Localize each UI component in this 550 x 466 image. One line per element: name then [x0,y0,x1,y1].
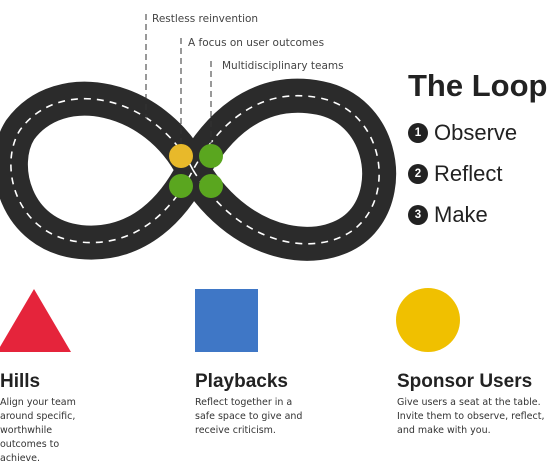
loop-step-make: 3 Make [408,194,517,235]
infinity-loop-track [0,78,397,261]
principle-sponsor-users: Sponsor Users Give users a seat at the t… [397,370,547,438]
loop-step-observe: 1 Observe [408,112,517,153]
principle-playbacks: Playbacks Reflect together in a safe spa… [195,370,313,438]
step-number-badge: 3 [408,204,428,225]
principle-description: Give users a seat at the table. Invite t… [397,397,545,436]
loop-title: The Loop [408,68,548,103]
loop-steps: 1 Observe 2 Reflect 3 Make [408,112,517,235]
loop-step-reflect: 2 Reflect [408,153,517,194]
step-number-badge: 2 [408,163,428,184]
step-label: Reflect [434,160,503,186]
callout-multidisciplinary-teams: Multidisciplinary teams [222,60,344,72]
yellow-dot [169,144,193,168]
infinity-loop-center-dash [10,94,380,245]
callout-restless-reinvention: Restless reinvention [152,13,258,25]
circle-shape [396,288,460,352]
principle-hills: Hills Align your team around specific, w… [0,370,96,466]
green-dot-bottom-right [199,174,223,198]
step-label: Make [434,201,488,227]
principle-title: Sponsor Users [397,371,533,392]
principle-description: Align your team around specific, worthwh… [0,397,76,464]
principle-title: Playbacks [195,371,288,392]
callout-user-outcomes: A focus on user outcomes [188,37,324,49]
step-label: Observe [434,119,518,145]
square-shape [195,289,258,352]
principle-description: Reflect together in a safe space to give… [195,397,303,436]
green-dot-top-right [199,144,223,168]
step-number-badge: 1 [408,122,428,143]
triangle-shape [0,289,71,352]
green-dot-bottom-left [169,174,193,198]
principle-title: Hills [0,371,41,392]
